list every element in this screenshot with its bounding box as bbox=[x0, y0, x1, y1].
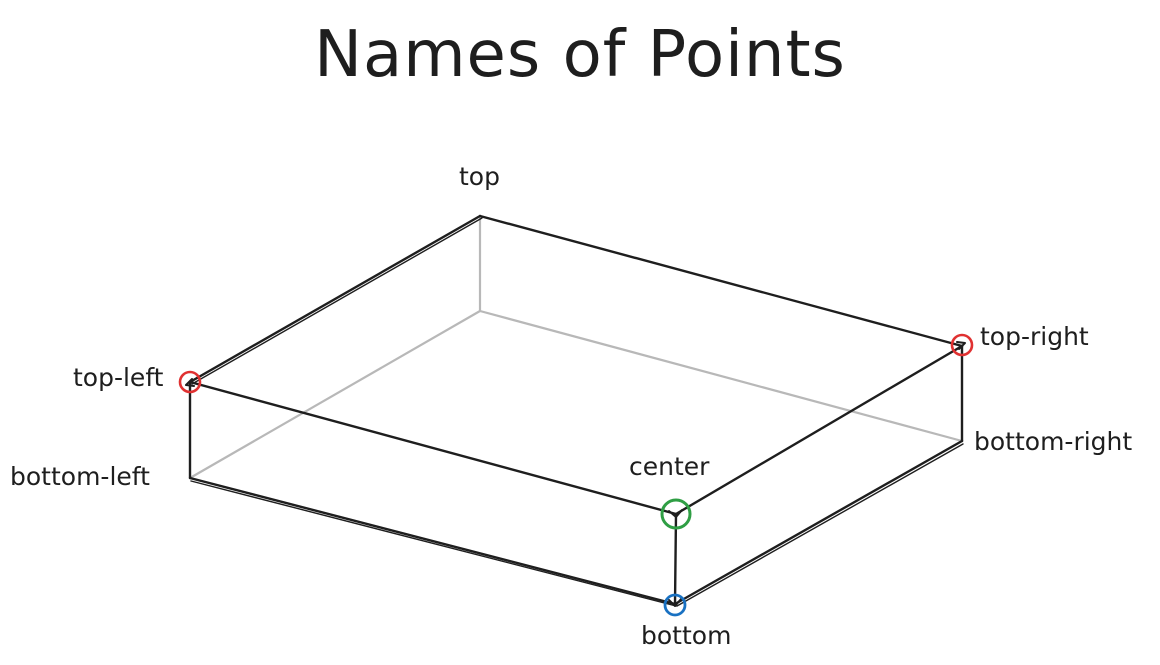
hidden-edge-right bbox=[478, 309, 964, 443]
edge-bottom-to-bottom-right bbox=[673, 439, 964, 606]
arrow-ticks bbox=[185, 341, 966, 607]
marker-bottom bbox=[663, 593, 687, 617]
hidden-edge-left bbox=[188, 309, 482, 480]
marker-top-right bbox=[950, 333, 974, 357]
label-top-right: top-right bbox=[980, 322, 1089, 351]
page-title: Names of Points bbox=[314, 18, 846, 92]
marker-center bbox=[660, 498, 692, 530]
arrow-tick-center bbox=[668, 509, 683, 518]
edge-top-right-to-center bbox=[674, 344, 964, 516]
edge-bottom-left-to-bottom-double bbox=[190, 480, 677, 607]
visible-edges bbox=[188, 214, 964, 607]
label-bottom: bottom bbox=[641, 621, 732, 650]
marker-top-left bbox=[178, 370, 202, 394]
label-center: center bbox=[629, 452, 710, 481]
edge-top-to-top-right bbox=[478, 214, 964, 348]
arrow-tick-bottom bbox=[668, 598, 682, 607]
edge-top-left-to-center bbox=[188, 380, 678, 516]
arrow-tick-top-left bbox=[185, 378, 195, 387]
label-bottom-right: bottom-right bbox=[974, 427, 1133, 456]
edge-top-to-top-left-double bbox=[191, 217, 483, 385]
label-bottom-left: bottom-left bbox=[10, 462, 150, 491]
arrow-tick-top-right bbox=[956, 341, 966, 350]
hidden-edges bbox=[188, 214, 964, 480]
label-top: top bbox=[459, 162, 500, 191]
edge-bottom-left-to-bottom bbox=[188, 476, 677, 606]
edge-bottom-to-bottom-right-double bbox=[676, 443, 964, 607]
edge-top-to-top-left bbox=[188, 214, 482, 384]
label-top-left: top-left bbox=[73, 363, 164, 392]
